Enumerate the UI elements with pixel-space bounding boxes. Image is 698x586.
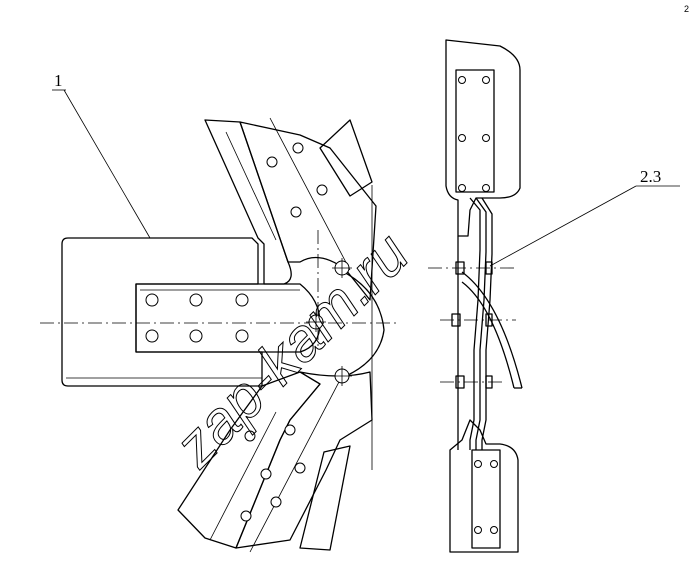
hole [284,424,296,436]
hole [189,329,203,343]
hole [290,206,302,218]
blade-strip [475,197,487,450]
upper-blade-tab [319,119,373,197]
bolt-nut [485,313,493,327]
callout-label-2-3: 2.3 [640,167,661,186]
hole [490,460,498,468]
hole [145,329,159,343]
hole [145,293,159,307]
leader-line-2-3 [489,185,637,267]
spring-leaf [461,281,515,389]
hole [316,184,328,196]
callout-label-1: 1 [54,71,63,90]
bolt-head [451,313,461,327]
hole [490,526,498,534]
hole [270,496,282,508]
lower-blade-edge [209,411,277,541]
corner-mark: 2 [684,4,689,14]
upper-blade-axis [269,117,351,271]
hole [474,460,482,468]
hole [294,462,306,474]
hub-casing [339,269,385,377]
upper-blade-edge [225,131,277,241]
hole [235,293,249,307]
bolt-head [455,261,465,275]
hole [458,184,466,192]
hole [458,134,466,142]
hole [482,134,490,142]
hole [292,142,304,154]
callout-2-3: 2.3 [489,167,680,267]
bolt-nut [485,261,493,275]
side-view [428,39,523,553]
lower-blade-tab [299,445,351,551]
hole [240,510,252,522]
lower-bracket-plate [471,449,501,549]
bolt-head [455,375,465,389]
callout-1: 1 [52,71,151,239]
blade-strip [469,197,481,450]
hole [482,184,490,192]
leader-line-1 [63,89,151,239]
upper-blade-plate [239,121,377,301]
spring-leaf [461,271,523,389]
lower-bracket [449,419,519,553]
front-view [40,117,400,553]
hole [189,293,203,307]
hole [458,76,466,84]
upper-bracket-plate [455,69,495,193]
hole [474,526,482,534]
watermark: zap-kam.ru [161,220,421,480]
blade-strip [481,197,493,450]
upper-bracket [445,39,521,237]
hole [266,156,278,168]
bolt-nut [485,375,493,389]
hole [482,76,490,84]
hole [244,430,256,442]
hole [260,468,272,480]
hole [235,329,249,343]
